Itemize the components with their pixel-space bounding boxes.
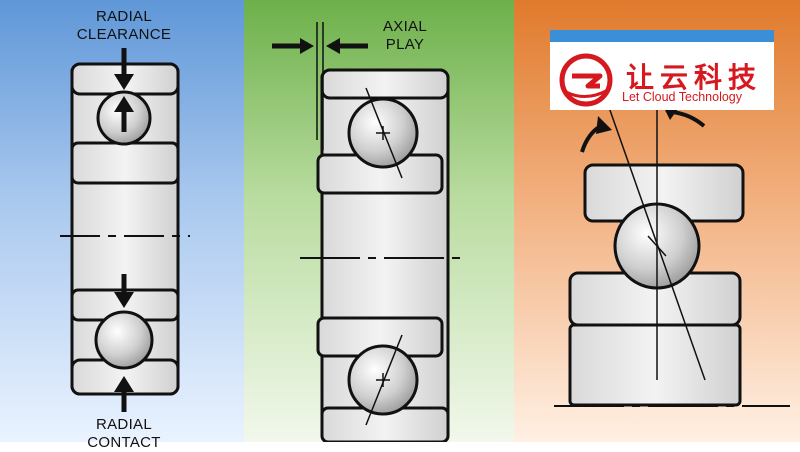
radial-contact-line1: RADIAL — [96, 416, 152, 433]
contact-angle-lines — [604, 95, 706, 381]
bearing-diagram — [60, 22, 790, 442]
axial-play-marker — [272, 22, 368, 150]
radial-clearance-label: RADIAL CLEARANCE — [62, 8, 186, 44]
logo-name-en: Let Cloud Technology — [622, 90, 742, 104]
axial-play-label: AXIAL PLAY — [360, 18, 450, 54]
radial-contact-line2: CONTACT — [87, 434, 161, 451]
logo-mark-icon — [559, 53, 613, 107]
radial-contact-label: RADIAL CONTACT — [62, 416, 186, 452]
radial-clearance-line2: CLEARANCE — [76, 26, 172, 43]
company-logo: 让云科技 Let Cloud Technology — [550, 30, 774, 110]
bearing-axial-play — [316, 68, 450, 442]
axial-play-line1: AXIAL — [382, 18, 428, 35]
logo-name-cn: 让云科技 — [626, 62, 763, 93]
axial-play-line2: PLAY — [385, 36, 425, 53]
contact-lines-2 — [365, 87, 403, 426]
radial-arrows — [114, 48, 134, 412]
bearing-radial-clearance — [70, 62, 180, 396]
radial-clearance-line1: RADIAL — [96, 8, 152, 25]
